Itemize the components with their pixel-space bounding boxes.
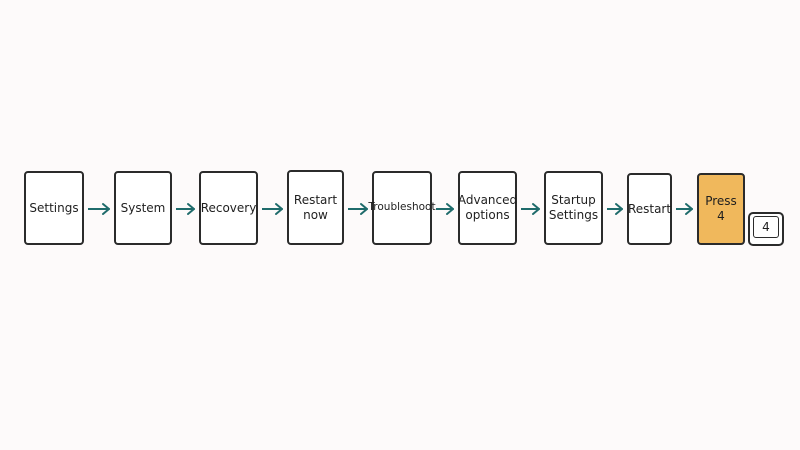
key-label: 4 — [753, 216, 779, 238]
step-settings: Settings — [24, 171, 84, 245]
step-system: System — [114, 171, 172, 245]
step-restart: Restart — [627, 173, 672, 245]
arrow-connector — [521, 203, 540, 215]
step-startup-settings: Startup Settings — [544, 171, 603, 245]
keyboard-key-4-icon: 4 — [748, 212, 784, 246]
arrow-connector — [262, 203, 283, 215]
arrow-connector — [88, 203, 110, 215]
arrow-connector — [676, 203, 693, 215]
step-press-4: Press 4 — [697, 173, 745, 245]
step-restart-now: Restart now — [287, 170, 344, 245]
arrow-connector — [176, 203, 195, 215]
arrow-connector — [348, 203, 368, 215]
arrow-connector — [436, 203, 454, 215]
step-troubleshoot: Troubleshoot — [368, 171, 436, 245]
arrow-connector — [607, 203, 623, 215]
step-recovery: Recovery — [199, 171, 258, 245]
step-advanced-options: Advanced options — [458, 171, 517, 245]
